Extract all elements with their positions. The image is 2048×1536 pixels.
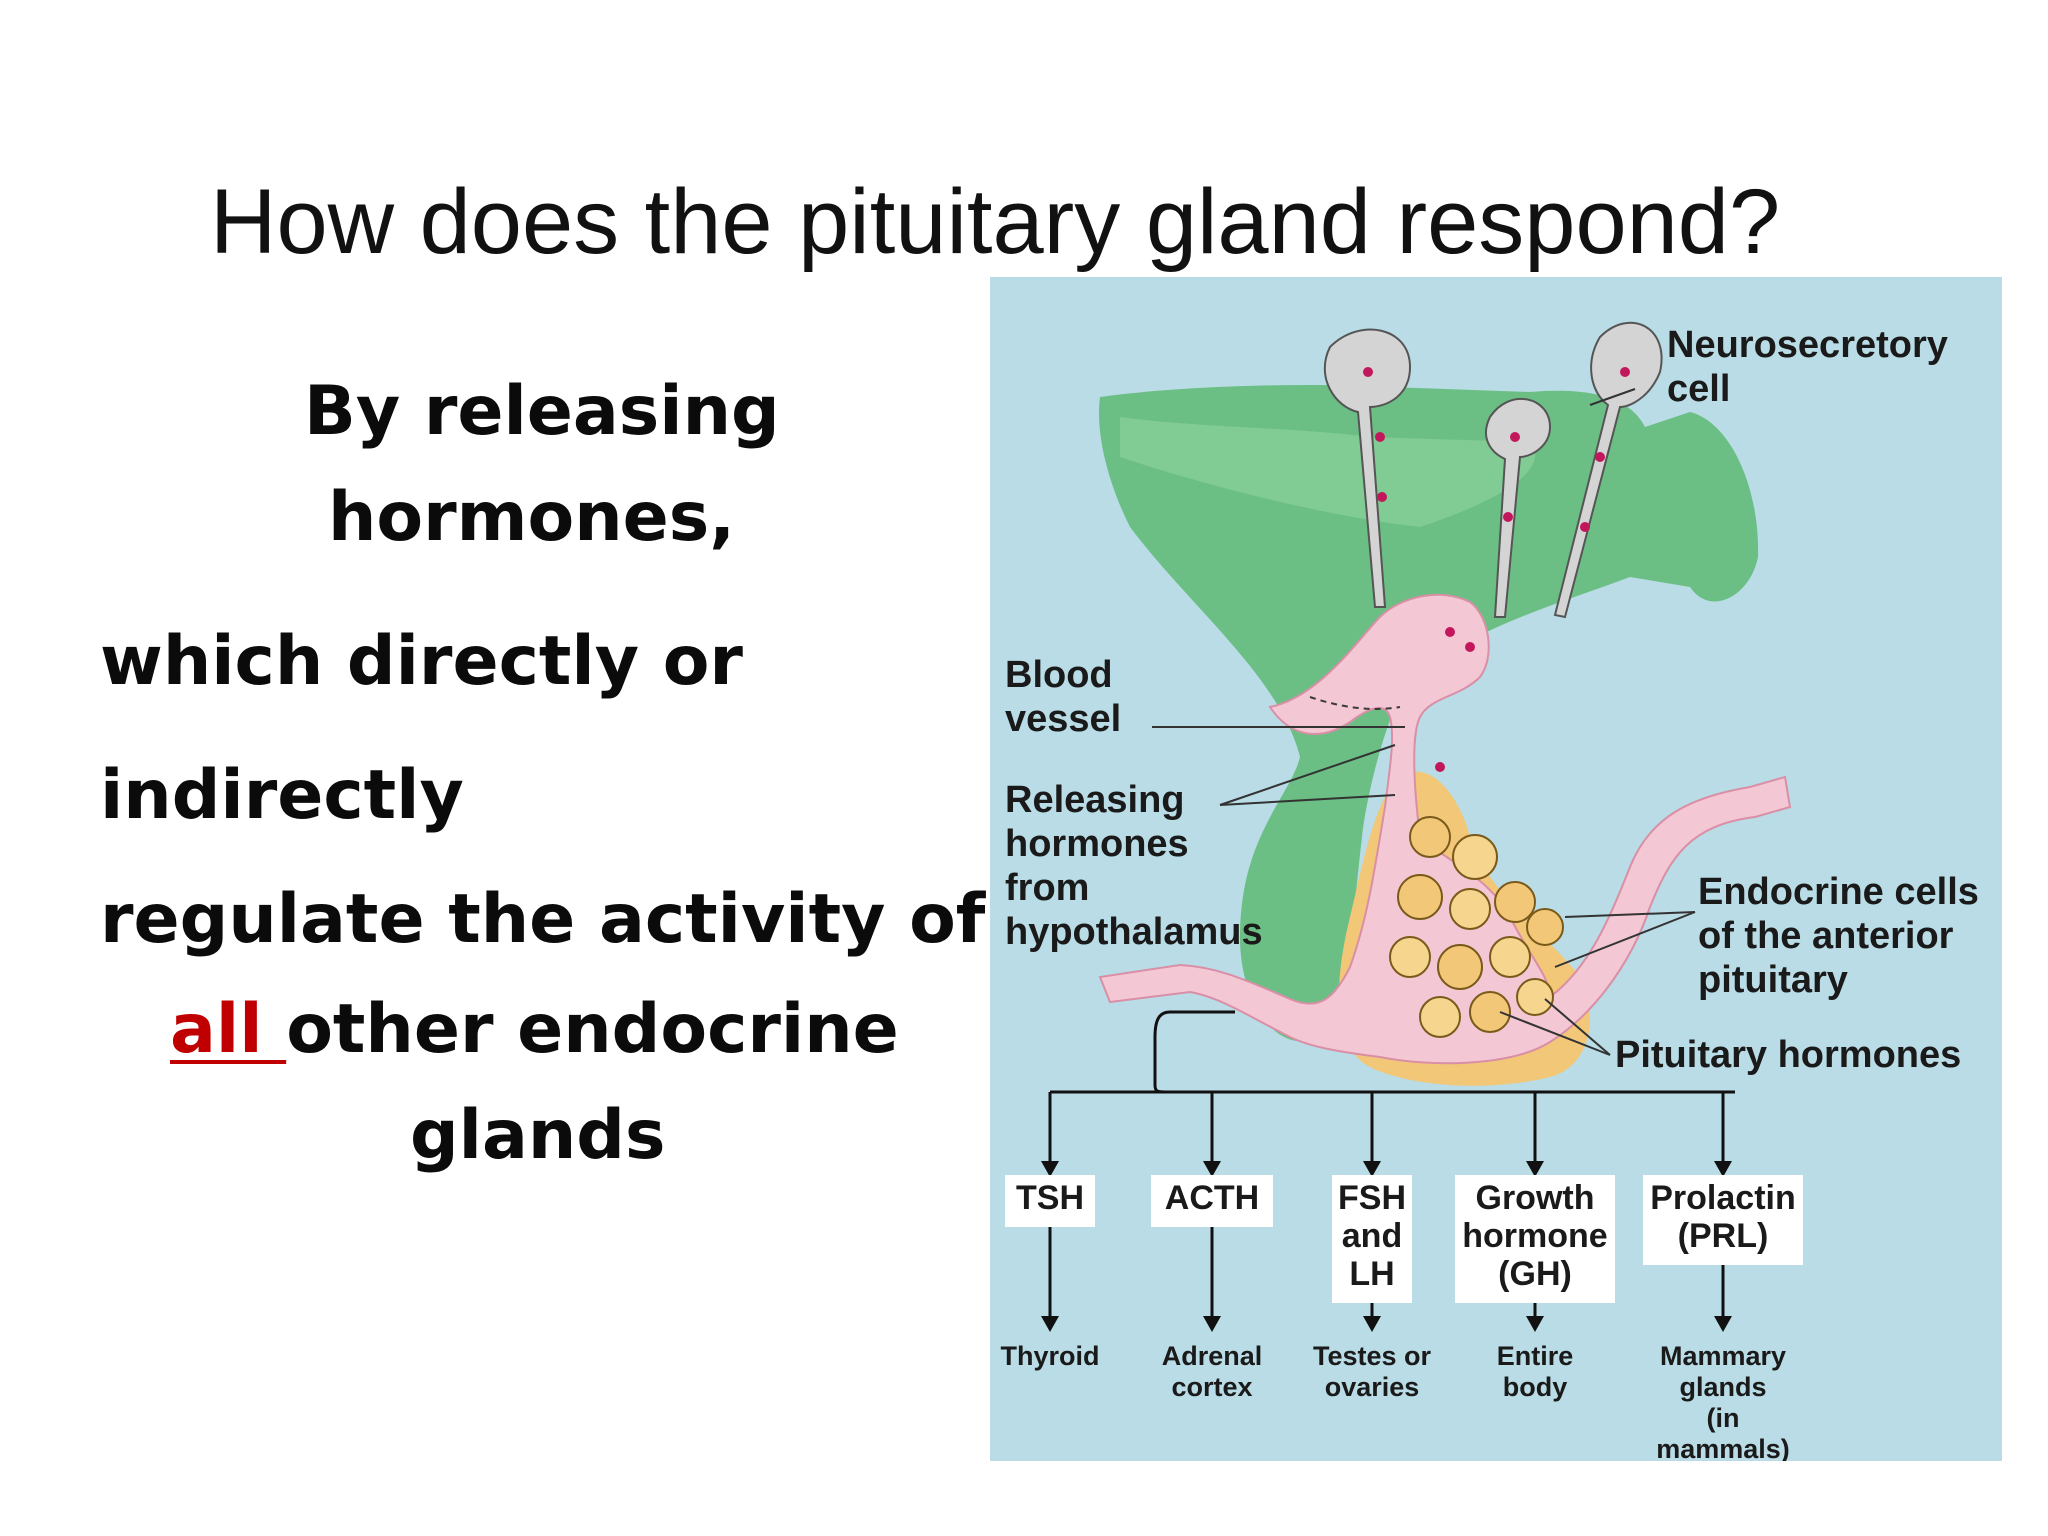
label-releasing-2: hormones (1005, 823, 1189, 865)
boundary-dashed-line (1309, 696, 1401, 710)
hypothalamus-highlight (1120, 417, 1536, 527)
pituitary-diagram: Neurosecretory cell Blood vessel Releasi… (990, 277, 2002, 1461)
label-endocrine-3: pituitary (1698, 959, 1848, 1001)
target-label-1-0: Adrenal (1162, 1341, 1263, 1371)
target-arrow-4 (1714, 1265, 1732, 1332)
text-line-6: all other endocrine (170, 990, 899, 1069)
neurosecretory-cells (1323, 321, 1663, 772)
target-label-2-0: Testes or (1313, 1341, 1432, 1371)
hormone-label-3-2: (GH) (1498, 1255, 1572, 1293)
target-arrow-3 (1526, 1303, 1544, 1332)
hypothalamus (1099, 385, 1759, 1042)
leader-lines (1152, 388, 1696, 1056)
hormone-label-2-0: FSH (1338, 1179, 1406, 1217)
hormone-box-4 (1643, 1175, 1803, 1265)
label-pituitary-hormones: Pituitary hormones (1615, 1034, 1961, 1076)
down-arrow-3 (1526, 1092, 1544, 1177)
text-line-4: indirectly (100, 756, 464, 835)
text-line-2: hormones, (328, 478, 736, 557)
target-label-2-1: ovaries (1325, 1372, 1420, 1402)
text-line-6-rest: other endocrine (286, 990, 899, 1069)
down-arrow-0 (1041, 1092, 1059, 1177)
target-label-4-0: Mammary (1660, 1341, 1786, 1371)
highlight-word-all: all (170, 990, 287, 1069)
target-label-4-3: mammals) (1656, 1434, 1790, 1461)
down-arrow-2 (1363, 1092, 1381, 1177)
hormone-label-4-1: (PRL) (1678, 1217, 1769, 1255)
hormone-branch-lines (1050, 1010, 1735, 1094)
portal-vessel (1098, 593, 1792, 1065)
endocrine-cells (1389, 816, 1564, 1038)
target-arrow-0 (1041, 1227, 1059, 1332)
hormone-label-2-1: and (1342, 1217, 1402, 1255)
hormone-box-3 (1455, 1175, 1615, 1303)
hormone-label-2-2: LH (1349, 1255, 1394, 1293)
hormone-label-1-0: ACTH (1165, 1179, 1259, 1217)
target-label-3-1: body (1503, 1372, 1568, 1402)
label-releasing-4: hypothalamus (1005, 911, 1263, 953)
target-label-1-1: cortex (1171, 1372, 1252, 1402)
hormone-box-0 (1005, 1175, 1095, 1227)
target-label-4-1: glands (1679, 1372, 1766, 1402)
target-arrow-1 (1203, 1227, 1221, 1332)
text-line-1: By releasing (304, 372, 780, 451)
hormone-label-3-0: Growth (1476, 1179, 1595, 1217)
text-line-3: which directly or (100, 622, 743, 701)
text-line-5: regulate the activity of (100, 880, 986, 959)
hormone-box-1 (1151, 1175, 1273, 1227)
label-releasing-1: Releasing (1005, 779, 1185, 821)
hormone-label-3-1: hormone (1462, 1217, 1607, 1255)
label-blood-1: Blood (1005, 654, 1113, 696)
down-arrow-1 (1203, 1092, 1221, 1177)
down-arrow-4 (1714, 1092, 1732, 1177)
label-blood-2: vessel (1005, 698, 1121, 740)
label-endocrine-1: Endocrine cells (1698, 871, 1979, 913)
target-label-3-0: Entire (1497, 1341, 1574, 1371)
text-line-7: glands (410, 1096, 666, 1175)
target-label-0-0: Thyroid (1001, 1341, 1100, 1371)
label-neurosecretory-2: cell (1667, 368, 1730, 410)
hormone-label-0-0: TSH (1016, 1179, 1084, 1217)
label-releasing-3: from (1005, 867, 1089, 909)
hormone-box-2 (1332, 1175, 1412, 1303)
label-neurosecretory-1: Neurosecretory (1667, 324, 1948, 366)
target-arrow-2 (1363, 1303, 1381, 1332)
target-label-4-2: (in (1707, 1403, 1740, 1433)
hormone-label-4-0: Prolactin (1650, 1179, 1795, 1217)
label-endocrine-2: of the anterior (1698, 915, 1954, 957)
slide-title: How does the pituitary gland respond? (210, 171, 1781, 273)
